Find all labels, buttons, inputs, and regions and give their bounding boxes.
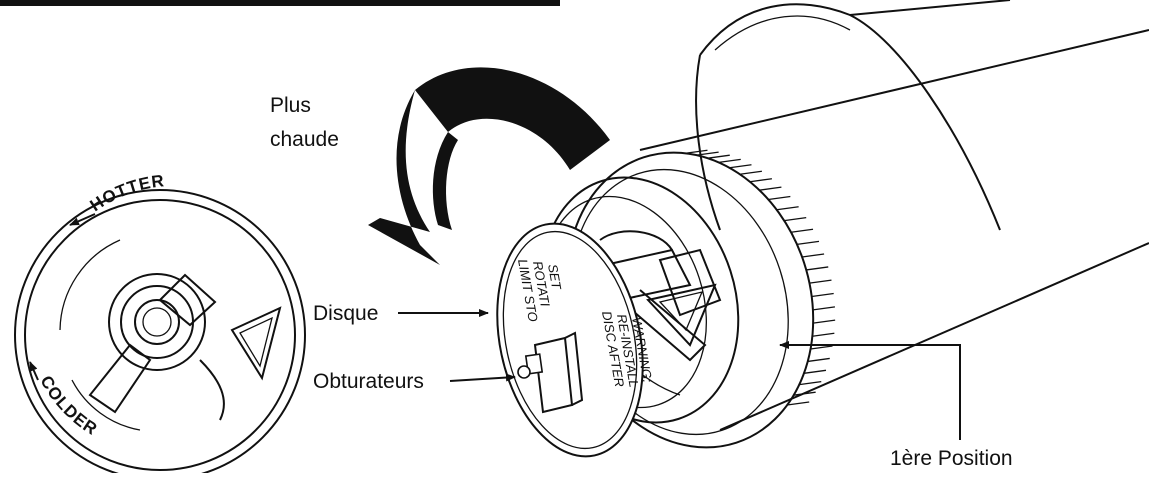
label-disc: Disque <box>313 302 489 325</box>
spline-tooth <box>803 369 827 374</box>
disc-text-left: SET ROTATI LIMIT STO <box>515 258 564 323</box>
label-disque: Disque <box>313 302 378 325</box>
spline-tooth <box>796 240 820 246</box>
svg-text:HOTTER: HOTTER <box>87 171 166 215</box>
disc-text-right: WARNING: RE-INSTALL DISC AFTER <box>599 310 655 389</box>
spline-tooth <box>729 164 752 169</box>
label-chaude: chaude <box>270 128 339 151</box>
spline-tooth <box>749 178 772 183</box>
disc-text-set: SET <box>545 263 564 292</box>
spline-tooth <box>759 186 782 191</box>
spline-tooth <box>718 158 741 164</box>
rotation-arrow <box>368 67 610 265</box>
spline-tooth <box>799 380 822 386</box>
spline-tooth <box>810 345 833 350</box>
label-hotter: Plus chaude <box>270 94 339 151</box>
spline-tooth <box>790 228 814 233</box>
spline-tooth <box>784 217 807 222</box>
triangle-marker <box>646 283 717 347</box>
label-shutters: Obturateurs <box>313 370 516 393</box>
spline-tooth <box>768 195 791 201</box>
label-obturateurs: Obturateurs <box>313 370 424 393</box>
spline-tooth <box>807 357 830 363</box>
spline-tooth <box>787 401 810 406</box>
shutter-block <box>517 331 584 414</box>
dial-text-hotter: HOTTER <box>87 171 165 215</box>
spline-tooth <box>806 266 829 271</box>
spline-tooth <box>739 170 762 175</box>
spline-tooth <box>685 149 708 154</box>
spline-tooth <box>801 253 825 258</box>
spline-teeth <box>685 149 836 406</box>
label-1ere-position: 1ère Position <box>890 447 1013 470</box>
spline-tooth <box>811 292 834 298</box>
spline-tooth <box>809 279 832 284</box>
spline-tooth <box>812 332 835 337</box>
spline-tooth <box>707 154 730 159</box>
spline-tooth <box>813 319 836 324</box>
spline-tooth <box>793 391 816 396</box>
label-plus: Plus <box>270 94 311 117</box>
dial-hotter-label: HOTTER <box>69 171 166 226</box>
header-rule <box>0 0 560 6</box>
spline-tooth <box>696 151 719 156</box>
spline-tooth <box>776 206 799 211</box>
label-first-position: 1ère Position <box>779 341 1013 470</box>
dial-colder-label: COLDER <box>29 361 100 439</box>
temperature-dial <box>14 189 306 478</box>
limit-stop-disc <box>496 222 644 458</box>
spline-tooth <box>812 306 836 311</box>
